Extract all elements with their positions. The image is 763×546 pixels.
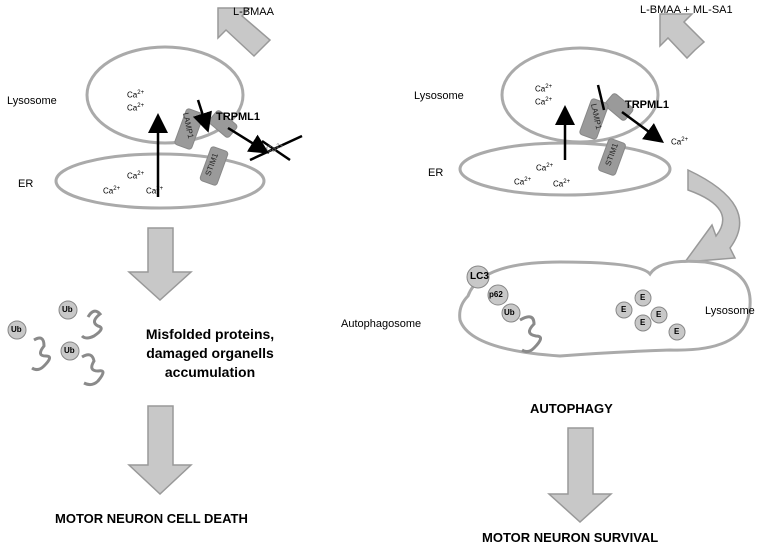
left-trpml1-label: TRPML1 — [216, 111, 260, 123]
left-ca-lysosome-2: Ca2+ — [127, 103, 145, 113]
left-outcome-label: MOTOR NEURON CELL DEATH — [55, 511, 248, 526]
left-block-cross-1 — [249, 134, 303, 162]
left-ca-efflux-arrow — [227, 126, 270, 154]
right-treatment-arrow — [659, 13, 706, 60]
left-misfolded-protein-2 — [7, 320, 51, 372]
right-ca-efflux: Ca2+ — [671, 137, 689, 147]
enzyme-1 — [634, 289, 652, 307]
right-ub-label: Ub — [504, 308, 515, 317]
enzyme-label-2: E — [621, 305, 627, 314]
left-treatment-arrow — [217, 7, 272, 58]
right-ub-protein — [501, 303, 521, 323]
right-ca-efflux-arrow — [621, 110, 665, 143]
enzyme-3 — [650, 306, 668, 324]
left-ub-2: Ub — [11, 325, 22, 334]
right-ca-er-2: Ca2+ — [514, 177, 532, 187]
right-treatment-label: L-BMAA + ML-SA1 — [640, 4, 733, 16]
left-lysosome-label: Lysosome — [7, 95, 57, 107]
right-stim1-protein — [598, 138, 626, 176]
left-ub-3: Ub — [64, 346, 75, 355]
left-ub-1: Ub — [62, 305, 73, 314]
p62-label: p62 — [489, 290, 503, 299]
enzyme-label-4: E — [640, 318, 646, 327]
right-down-arrow — [547, 427, 613, 524]
enzyme-2 — [615, 301, 633, 319]
enzyme-label-1: E — [640, 293, 646, 302]
left-ca-er-3: Ca2+ — [146, 186, 164, 196]
right-ca-lysosome-1: Ca2+ — [535, 84, 553, 94]
left-ca-er-1: Ca2+ — [127, 171, 145, 181]
right-ca-er-3: Ca2+ — [553, 179, 571, 189]
left-down-arrow-2 — [127, 405, 193, 496]
right-ca-lysosome-2: Ca2+ — [535, 97, 553, 107]
right-curved-arrow — [683, 168, 741, 263]
right-misfolded-chain — [519, 315, 542, 354]
enzyme-5 — [668, 323, 686, 341]
left-er-label: ER — [18, 178, 34, 190]
enzyme-label-5: E — [674, 327, 680, 336]
left-er-membrane — [54, 152, 266, 210]
enzyme-4 — [634, 314, 652, 332]
right-trpml1-label: TRPML1 — [625, 99, 669, 111]
autophagy-label: AUTOPHAGY — [530, 401, 613, 416]
enzyme-label-3: E — [656, 310, 662, 319]
right-outcome-label: MOTOR NEURON SURVIVAL — [482, 530, 659, 545]
left-down-arrow-1 — [127, 227, 193, 302]
right-lysosome-membrane — [500, 46, 660, 144]
left-lysosome-membrane — [85, 45, 245, 145]
lc3-label: LC3 — [470, 271, 489, 282]
left-block-cross-2 — [261, 139, 291, 162]
left-treatment-label: L-BMAA — [233, 6, 274, 18]
right-ca-entry-arrow — [596, 84, 606, 111]
accumulation-line-1: Misfolded proteins, — [145, 326, 275, 342]
left-misfolded-protein-3 — [60, 341, 105, 387]
right-lysosome2-label: Lysosome — [705, 305, 755, 317]
left-ca-lysosome-1: Ca2+ — [127, 90, 145, 100]
right-ca-er-1: Ca2+ — [536, 163, 554, 173]
right-lamp1-protein — [579, 98, 609, 140]
lc3-protein — [466, 265, 490, 289]
p62-protein — [487, 284, 509, 306]
left-ca-blocked: Ca2+ — [266, 144, 284, 154]
right-er-label: ER — [428, 167, 444, 179]
left-ca-entry-arrow — [192, 99, 212, 133]
autolysosome-membrane — [458, 259, 752, 358]
left-ca-er-2: Ca2+ — [103, 186, 121, 196]
left-stim1-protein — [199, 146, 229, 186]
left-misfolded-protein-1 — [58, 300, 103, 340]
accumulation-line-3: accumulation — [164, 364, 256, 380]
accumulation-line-2: damaged organells — [146, 345, 274, 361]
right-lysosome-label: Lysosome — [414, 90, 464, 102]
autophagosome-label: Autophagosome — [341, 318, 422, 330]
accumulation-text: Misfolded proteins, damaged organells ac… — [140, 325, 280, 382]
